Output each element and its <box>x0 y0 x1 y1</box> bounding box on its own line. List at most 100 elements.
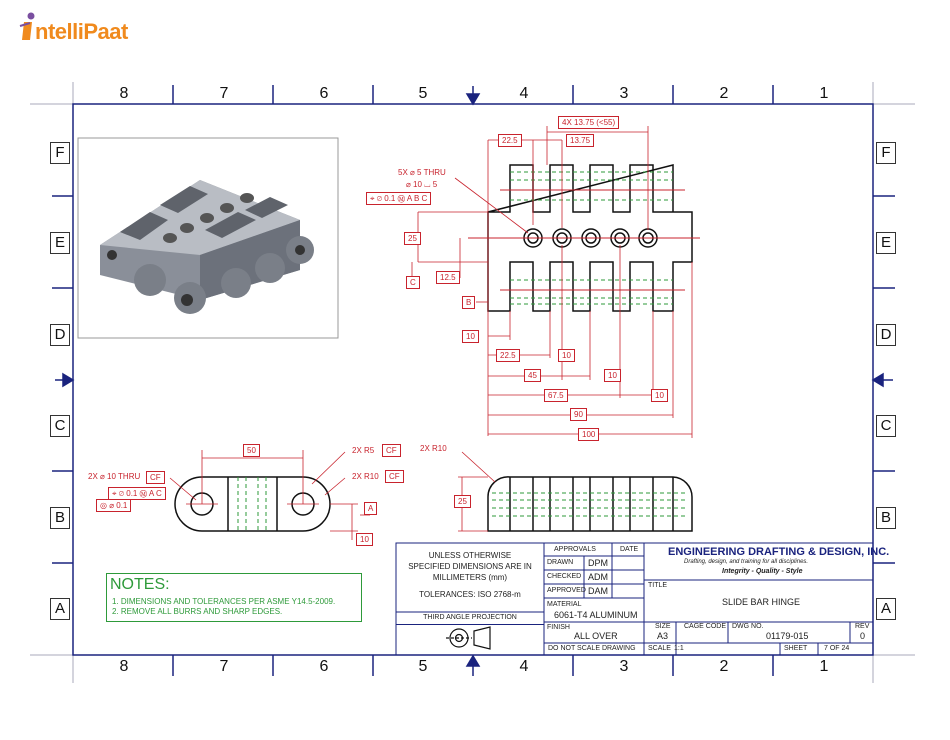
dim-10-front: 10 <box>356 533 373 546</box>
zone-col-2: 2 <box>719 85 729 102</box>
zone-col-4: 4 <box>519 85 529 102</box>
logo-text: ntelliPaat <box>35 19 128 44</box>
title-block-grid <box>395 542 874 656</box>
zone-col-2-bottom: 2 <box>719 658 729 675</box>
zone-col-5-bottom: 5 <box>418 658 428 675</box>
dim-50: 50 <box>243 444 260 457</box>
logo-figure-icon <box>19 12 35 40</box>
finish-label: FINISH <box>547 624 570 631</box>
scale-value: 1:1 <box>674 645 684 652</box>
zone-col-6-bottom: 6 <box>319 658 329 675</box>
approvals-label: APPROVALS <box>554 546 596 553</box>
note-item-2: 2. REMOVE ALL BURRS AND SHARP EDGES. <box>112 607 283 616</box>
projection-label: THIRD ANGLE PROJECTION <box>396 612 544 625</box>
dim-10-left: 10 <box>462 330 479 343</box>
zone-col-7: 7 <box>219 85 229 102</box>
note-item-1: 1. DIMENSIONS AND TOLERANCES PER ASME Y1… <box>112 597 336 606</box>
zone-row-b-left: B <box>50 507 70 529</box>
dwg-no-value: 01179-015 <box>766 631 809 641</box>
cf-note-1: CF <box>382 444 401 457</box>
checked-label: CHECKED <box>547 573 582 580</box>
radius-r5: 2X R5 <box>352 446 375 455</box>
zone-row-a-right: A <box>876 598 896 620</box>
size-label: SIZE <box>655 623 671 630</box>
approved-value: DAM <box>588 586 608 596</box>
position-fcf: ⌖ ⌀ 0.1 Ⓜ A B C <box>366 192 432 205</box>
cf-note-3: CF <box>146 471 165 484</box>
dim-100: 100 <box>578 428 600 441</box>
zone-row-b-right: B <box>876 507 896 529</box>
title-value: SLIDE BAR HINGE <box>722 597 801 607</box>
zone-col-1: 1 <box>819 85 829 102</box>
center-arrow-bottom-icon <box>465 654 481 676</box>
sheet-label: SHEET <box>784 645 808 652</box>
zone-col-7-bottom: 7 <box>219 658 229 675</box>
dim-10-b: 10 <box>604 369 621 382</box>
zone-row-d-left: D <box>50 324 70 346</box>
drawn-value: DPM <box>588 558 608 568</box>
dim-67-5: 67.5 <box>544 389 568 402</box>
zone-col-8-bottom: 8 <box>119 658 129 675</box>
unless-line-2: SPECIFIED DIMENSIONS ARE IN <box>408 562 532 571</box>
dim-13-75: 13.75 <box>566 134 595 147</box>
sheet-value: 7 OF 24 <box>824 645 850 652</box>
material-value: 6061-T4 ALUMINUM <box>554 610 638 620</box>
hole-callout-2: ⌀ 10 ⌴ 5 <box>406 180 438 189</box>
datum-c: C <box>406 276 420 289</box>
side-view-outline <box>487 476 693 532</box>
dim-25-left: 25 <box>404 232 421 245</box>
zone-row-f-right: F <box>876 142 896 164</box>
dwg-no-label: DWG NO. <box>732 623 764 630</box>
dim-25-side: 25 <box>454 495 471 508</box>
size-value: A3 <box>657 631 669 641</box>
fcf-a: ⌖ ⌀ 0.1 Ⓜ A C <box>108 487 166 500</box>
center-arrow-top-icon <box>465 86 481 106</box>
dim-22-5: 22.5 <box>496 349 520 362</box>
date-label: DATE <box>620 546 639 553</box>
radius-r10: 2X R10 <box>352 472 379 481</box>
hole-10-callout: 2X ⌀ 10 THRU <box>88 472 141 481</box>
hole-callout-1: 5X ⌀ 5 THRU <box>398 168 446 177</box>
third-angle-projection-icon <box>446 626 491 650</box>
pitch-dim: 4X 13.75 (<55) <box>558 116 620 129</box>
drawn-label: DRAWN <box>547 559 574 566</box>
dim-12-5: 12.5 <box>436 271 460 284</box>
checked-value: ADM <box>588 572 608 582</box>
radius-r10-side: 2X R10 <box>420 444 447 453</box>
zone-row-c-right: C <box>876 415 896 437</box>
zone-row-c-left: C <box>50 415 70 437</box>
title-label: TITLE <box>648 582 668 589</box>
notes-heading: NOTES: <box>110 576 170 593</box>
datum-b: B <box>462 296 476 309</box>
company-name: ENGINEERING DRAFTING & DESIGN, INC. <box>668 546 890 558</box>
cage-code-label: CAGE CODE <box>684 623 727 630</box>
datum-a: A <box>364 502 378 515</box>
intellipaat-logo: ntelliPaat <box>18 10 158 50</box>
unless-line-1: UNLESS OTHERWISE <box>428 551 512 560</box>
unless-otherwise-block: UNLESS OTHERWISE SPECIFIED DIMENSIONS AR… <box>396 550 544 600</box>
do-not-scale: DO NOT SCALE DRAWING <box>548 645 636 652</box>
rev-value: 0 <box>860 631 866 641</box>
zone-row-a-left: A <box>50 598 70 620</box>
dim-90: 90 <box>570 408 587 421</box>
cf-note-2: CF <box>385 470 404 483</box>
material-label: MATERIAL <box>547 601 582 608</box>
zone-col-1-bottom: 1 <box>819 658 829 675</box>
zone-col-8: 8 <box>119 85 129 102</box>
isometric-part-render <box>100 180 314 314</box>
dim-10-c: 10 <box>651 389 668 402</box>
finish-value: ALL OVER <box>574 631 618 641</box>
zone-col-3: 3 <box>619 85 629 102</box>
unless-line-3: MILLIMETERS (mm) <box>432 573 508 582</box>
center-arrow-left-icon <box>55 372 75 388</box>
fcf-b: ◎ ⌀ 0.1 <box>96 499 132 512</box>
zone-col-6: 6 <box>319 85 329 102</box>
zone-row-d-right: D <box>876 324 896 346</box>
zone-col-5: 5 <box>418 85 428 102</box>
zone-row-e-right: E <box>876 232 896 254</box>
dim-10-a: 10 <box>558 349 575 362</box>
dim-22-5-top: 22.5 <box>498 134 522 147</box>
tolerances: TOLERANCES: ISO 2768-m <box>419 590 521 599</box>
company-tagline: Drafting, design, and training for all d… <box>684 559 809 565</box>
zone-col-3-bottom: 3 <box>619 658 629 675</box>
